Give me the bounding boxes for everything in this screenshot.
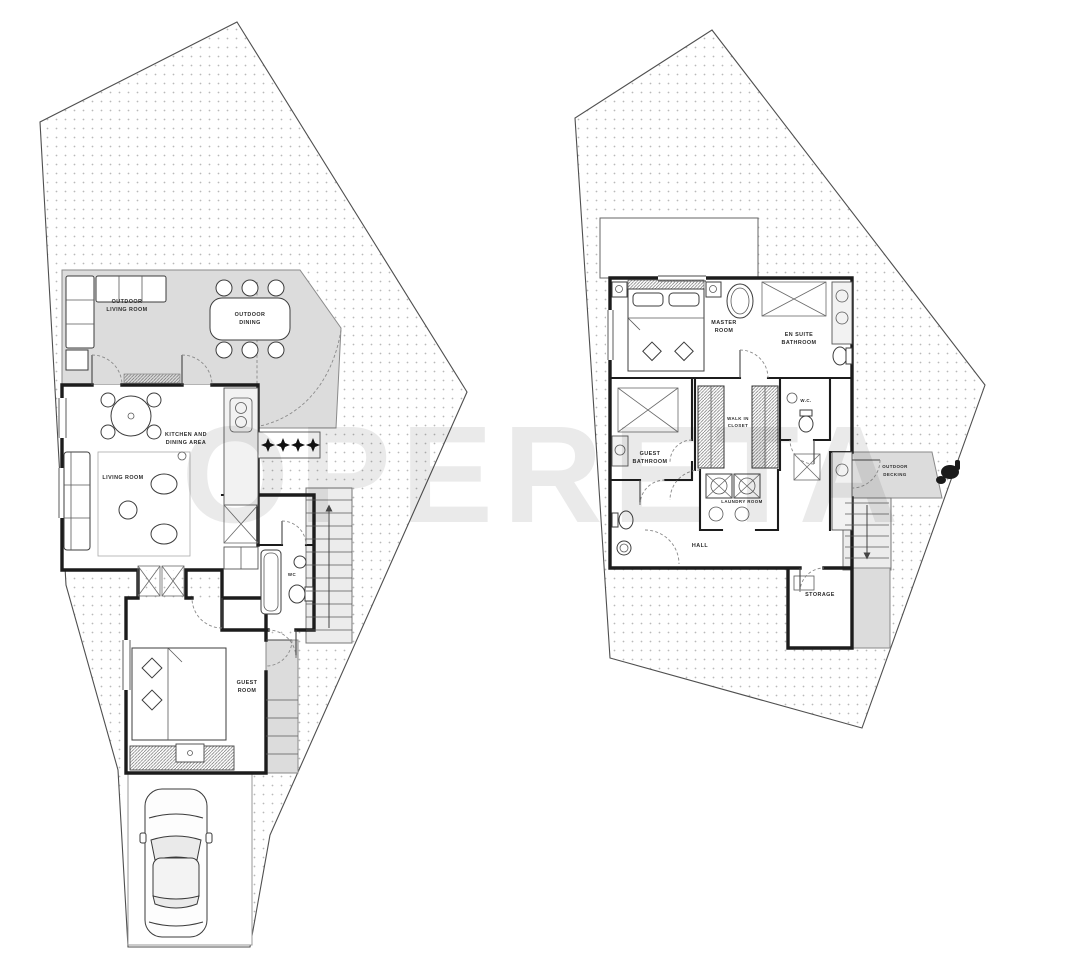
bbq-grill	[936, 460, 960, 484]
armchair	[150, 473, 178, 495]
label-ensuite-bathroom: EN SUITE	[785, 332, 813, 338]
window-sill-hatch	[123, 373, 181, 384]
dining-round-table	[100, 392, 162, 440]
toilet	[832, 346, 848, 366]
outdoor-sofa	[65, 275, 167, 371]
wc-upper	[786, 392, 814, 433]
label-walk-in-closet: CLOSET	[728, 423, 749, 428]
label-master-room: ROOM	[715, 328, 734, 334]
guest-bathroom	[611, 387, 679, 556]
nightstand	[611, 281, 628, 298]
rug	[97, 451, 191, 557]
label-outdoor-decking: OUTDOOR	[882, 464, 908, 469]
watermark: OPERETA	[182, 398, 909, 552]
exterior-walls-upper	[608, 276, 854, 650]
vanity	[831, 281, 853, 345]
skylight-markers	[137, 504, 259, 597]
outdoor-dining-table	[209, 279, 291, 359]
rear-deck	[851, 567, 891, 649]
armchair	[150, 523, 178, 545]
fridge	[223, 546, 259, 570]
bathtub	[260, 549, 282, 615]
vanity	[611, 435, 629, 467]
label-wc-upper: W.C.	[800, 398, 811, 403]
label-outdoor-decking: DECKING	[883, 472, 907, 477]
wc-ground	[260, 549, 314, 615]
label-guest-bathroom: BATHROOM	[633, 459, 668, 465]
shower	[617, 387, 679, 433]
shower	[761, 281, 827, 317]
laundry-basket	[734, 506, 750, 522]
label-outdoor-living-room: LIVING ROOM	[106, 307, 147, 313]
label-wc-ground: WC	[288, 572, 297, 577]
walk-in-closet	[697, 385, 779, 469]
floor-lamp	[177, 451, 187, 461]
label-hall: HALL	[692, 543, 708, 549]
sink	[786, 392, 798, 404]
kitchenette-counter	[793, 451, 853, 531]
sofa	[63, 451, 91, 551]
label-outdoor-dining: OUTDOOR	[235, 312, 266, 318]
label-ensuite-bathroom: BATHROOM	[782, 340, 817, 346]
label-kitchen-dining: KITCHEN AND	[165, 432, 207, 438]
doors-ground	[91, 354, 307, 667]
laundry-basket	[708, 506, 724, 522]
stove-burners	[261, 438, 320, 452]
label-outdoor-dining: DINING	[239, 320, 261, 326]
label-outdoor-living-room: OUTDOOR	[112, 299, 143, 305]
label-master-room: MASTER	[711, 320, 736, 326]
doors-upper	[639, 349, 881, 593]
stair-treads-upper	[845, 502, 889, 560]
master-bed	[611, 279, 722, 372]
toilet	[288, 584, 306, 604]
stair-treads-ground	[306, 499, 352, 631]
guest-wardrobe	[129, 743, 235, 771]
laundry-room	[705, 473, 761, 522]
guest-deck-steps	[266, 699, 298, 755]
ground-floor-plan: OUTDOOR LIVING ROOM OUTDOOR DINING KITCH…	[39, 21, 468, 948]
nightstand	[705, 281, 722, 298]
label-storage: STORAGE	[805, 592, 835, 598]
label-kitchen-dining: DINING AREA	[166, 440, 206, 446]
toilet	[618, 510, 634, 530]
ensuite-bathroom	[726, 281, 853, 366]
label-living-room: LIVING ROOM	[102, 475, 143, 481]
upper-floor-plan: MASTER ROOM EN SUITE BATHROOM WALK IN CL…	[574, 29, 986, 729]
label-walk-in-closet: WALK IN	[727, 416, 749, 421]
living-room-furniture	[63, 451, 191, 557]
guest-bed	[131, 647, 227, 741]
sink	[616, 540, 632, 556]
car	[139, 788, 213, 938]
label-laundry-room: LAUNDRY ROOM	[721, 499, 763, 504]
label-guest-bathroom: GUEST	[640, 451, 661, 457]
label-guest-room: ROOM	[238, 688, 257, 694]
label-guest-room: GUEST	[237, 680, 258, 686]
storage-floor	[788, 568, 852, 648]
coffee-table	[118, 500, 138, 520]
storage-room	[793, 575, 815, 591]
sink	[293, 555, 307, 569]
roof-notch	[599, 217, 759, 279]
